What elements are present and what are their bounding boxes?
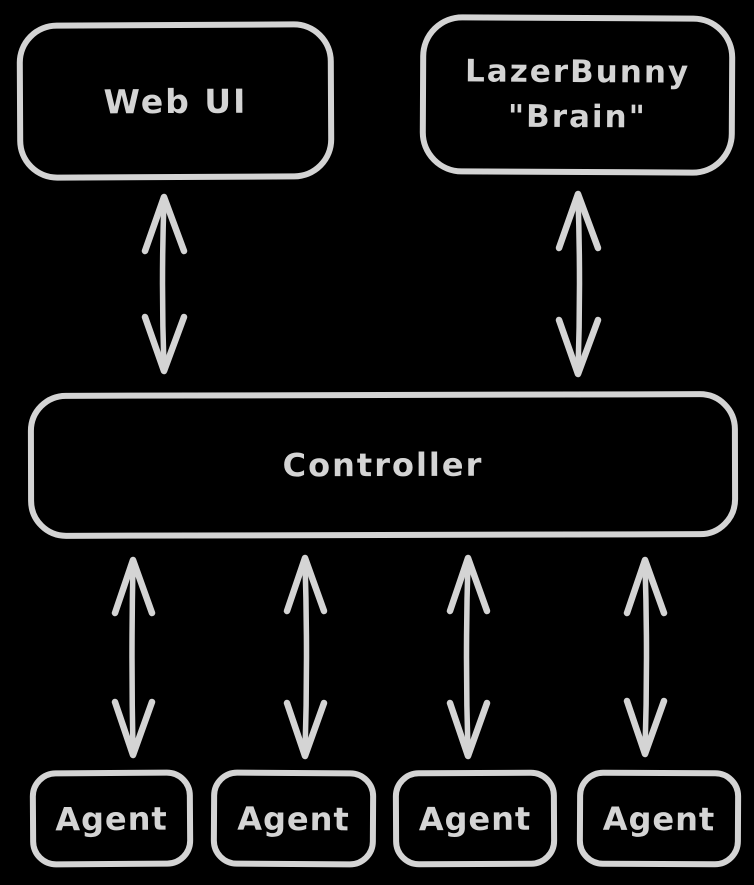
node-controller: Controller (27, 391, 739, 539)
node-web-ui-label: Web UI (103, 81, 248, 121)
node-agent-1: Agent (29, 769, 194, 868)
node-agent-4: Agent (576, 769, 742, 868)
node-agent-2-label: Agent (237, 799, 350, 838)
node-agent-1-label: Agent (55, 799, 168, 838)
node-agent-3-label: Agent (418, 799, 532, 838)
arrow-controller-agent-3-icon (446, 554, 491, 760)
node-controller-label: Controller (282, 445, 484, 485)
arrow-controller-agent-2-icon (283, 554, 328, 760)
node-agent-3: Agent (392, 769, 558, 868)
arrow-brain-controller-icon (555, 190, 602, 378)
node-agent-2: Agent (210, 769, 377, 868)
node-lazerbunny-brain: LazerBunny "Brain" (419, 14, 736, 176)
node-brain-label-line1: LazerBunny (464, 53, 691, 91)
node-brain-label-line2: "Brain" (507, 98, 647, 136)
node-agent-4-label: Agent (602, 799, 716, 838)
arrow-webui-controller-icon (141, 193, 188, 375)
arrow-controller-agent-4-icon (623, 556, 668, 758)
node-web-ui: Web UI (16, 21, 335, 181)
arrow-controller-agent-1-icon (111, 556, 156, 759)
